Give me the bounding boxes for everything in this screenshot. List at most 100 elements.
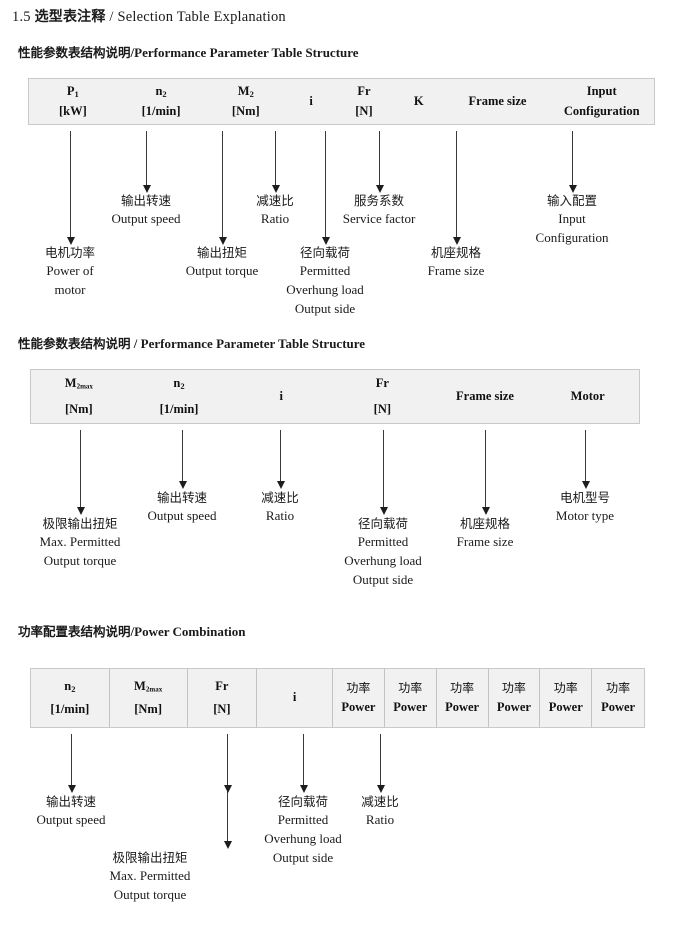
table-2-col-m2max-symbol: M2max	[64, 375, 93, 391]
arrow-table-2-output-speed	[178, 430, 187, 489]
table-2-col-motor-label: Motor	[570, 388, 605, 403]
table-3-col-power-2-en: Power	[393, 699, 428, 714]
table-2-col-n2-unit: [1/min]	[159, 402, 199, 416]
note-table-2-frame-size-en-1: Frame size	[456, 534, 514, 550]
table-1-col-m2-symbol: M2	[237, 84, 254, 99]
arrow-table-1-overhung-load	[321, 131, 330, 245]
note-table-1-output-torque-en-1: Output torque	[185, 263, 259, 279]
note-table-3-overhung-load-en-2: Overhung load	[264, 830, 342, 846]
table-2-col-i-symbol: i	[279, 388, 283, 403]
note-table-1-overhung-load: 径向载荷 Permitted Overhung load Output side	[286, 244, 364, 319]
note-table-2-ratio: 减速比 Ratio	[261, 489, 299, 526]
table-2-col-i: i	[231, 370, 331, 423]
arrow-table-1-output-torque	[218, 131, 227, 245]
arrow-table-2-ratio	[276, 430, 285, 489]
note-table-1-power-of-motor: 电机功率 Power of motor	[45, 244, 95, 300]
table-1-col-m2-unit: [Nm]	[231, 103, 260, 118]
table-3-col-power-4-cn: 功率	[501, 681, 526, 696]
performance-parameter-table-2: M2max [Nm] n2 [1/min] i Fr [N] Frame siz…	[30, 369, 640, 424]
note-table-2-max-output-torque-en-1: Max. Permitted	[39, 534, 121, 550]
note-table-2-overhung-load-en-2: Overhung load	[344, 552, 422, 568]
page-title-en: Selection Table Explanation	[117, 9, 286, 25]
note-table-1-frame-size: 机座规格 Frame size	[428, 244, 485, 281]
table-3-col-power-3: 功率 Power	[435, 669, 488, 727]
table-1-col-n2-symbol: n2	[155, 84, 167, 99]
note-table-3-output-speed-cn: 输出转速	[45, 794, 96, 809]
note-table-1-frame-size-en-1: Frame size	[427, 263, 485, 279]
table-3-col-power-4: 功率 Power	[487, 669, 540, 727]
table-1-col-p1-unit: [kW]	[58, 103, 87, 118]
table-3-col-fr-unit: [N]	[213, 702, 231, 716]
table-3-col-power-5-cn: 功率	[553, 681, 578, 696]
table-2-col-motor: Motor	[536, 370, 639, 423]
arrow-table-3-max-output-torque-stem	[223, 734, 232, 793]
table-2-col-fr: Fr [N]	[331, 370, 434, 423]
arrow-table-1-ratio	[271, 131, 280, 193]
note-table-3-overhung-load-cn: 径向载荷	[277, 794, 328, 809]
note-table-1-overhung-load-en-2: Overhung load	[286, 281, 364, 297]
table-3-col-fr-symbol: Fr	[215, 678, 229, 693]
note-table-1-output-speed-en-1: Output speed	[111, 211, 181, 227]
note-table-2-motor-type-cn: 电机型号	[559, 490, 611, 505]
note-table-1-overhung-load-en-3: Output side	[294, 300, 356, 316]
table-3-col-n2: n2 [1/min]	[31, 669, 109, 727]
table-2-col-fr-unit: [N]	[373, 402, 392, 416]
note-table-1-service-factor-en-1: Service factor	[342, 211, 416, 227]
table-1-col-k-symbol: K	[413, 93, 424, 108]
note-table-2-motor-type-en-1: Motor type	[555, 508, 615, 524]
note-table-2-output-speed-en-1: Output speed	[147, 508, 217, 524]
table-3-col-power-5: 功率 Power	[539, 669, 591, 727]
arrow-table-2-frame-size	[481, 430, 490, 515]
table-1-col-p1-symbol: P1	[66, 84, 79, 99]
note-table-2-max-output-torque-en-2: Output torque	[43, 552, 117, 568]
table-2-col-n2: n2 [1/min]	[127, 370, 232, 423]
table-2-col-fr-symbol: Fr	[375, 375, 389, 390]
note-table-2-motor-type: 电机型号 Motor type	[556, 489, 614, 526]
note-table-3-max-output-torque: 极限输出扭矩 Max. Permitted Output torque	[110, 849, 191, 905]
table-1-col-fr: Fr [N]	[336, 79, 392, 124]
note-table-1-output-torque: 输出扭矩 Output torque	[186, 244, 259, 281]
note-table-1-output-torque-cn: 输出扭矩	[196, 245, 248, 260]
note-table-2-output-speed: 输出转速 Output speed	[148, 489, 217, 526]
table-3-col-power-6-en: Power	[601, 699, 636, 714]
note-table-2-overhung-load-cn: 径向载荷	[357, 516, 408, 531]
note-table-3-ratio-cn: 减速比	[361, 794, 399, 809]
arrow-table-1-service-factor	[375, 131, 384, 193]
note-table-3-max-output-torque-en-1: Max. Permitted	[109, 868, 191, 884]
table-1-col-k: K	[392, 79, 446, 124]
table-3-col-power-3-cn: 功率	[450, 681, 475, 696]
note-table-1-overhung-load-en-1: Permitted	[299, 263, 351, 279]
note-table-3-output-speed: 输出转速 Output speed	[37, 793, 106, 830]
note-table-1-ratio-cn: 减速比	[256, 193, 294, 208]
note-table-3-max-output-torque-en-2: Output torque	[113, 886, 187, 902]
power-combination-table: n2 [1/min] M2max [Nm] Fr [N] i 功率 Power …	[30, 668, 645, 728]
arrow-table-1-input-configuration	[568, 131, 577, 193]
note-table-2-overhung-load-en-1: Permitted	[357, 534, 409, 550]
arrow-table-2-overhung-load	[379, 430, 388, 515]
table-3-col-power-1-cn: 功率	[346, 681, 371, 696]
table-3-col-power-6: 功率 Power	[591, 669, 644, 727]
note-table-1-power-of-motor-cn: 电机功率	[44, 245, 96, 260]
note-table-1-power-of-motor-en-2: motor	[54, 281, 86, 297]
note-table-3-ratio: 减速比 Ratio	[361, 793, 399, 830]
performance-parameter-table-1: P1 [kW] n2 [1/min] M2 [Nm] i Fr [N] K Fr…	[28, 78, 655, 125]
note-table-3-output-speed-en-1: Output speed	[36, 812, 106, 828]
section-3-heading-sep: /	[130, 624, 135, 639]
table-3-col-n2-symbol: n2	[64, 678, 76, 694]
table-3-col-power-1-en: Power	[341, 699, 376, 714]
section-3-heading-en: Power Combination	[134, 624, 246, 639]
table-1-col-n2: n2 [1/min]	[117, 79, 206, 124]
note-table-3-overhung-load: 径向载荷 Permitted Overhung load Output side	[264, 793, 342, 868]
table-3-col-power-1: 功率 Power	[332, 669, 384, 727]
arrow-table-1-frame-size	[452, 131, 461, 245]
table-1-col-m2: M2 [Nm]	[205, 79, 286, 124]
arrow-table-2-max-output-torque	[76, 430, 85, 515]
arrow-table-1-output-speed	[142, 131, 151, 193]
table-1-col-input-configuration: Input Configuration	[549, 79, 654, 124]
note-table-2-overhung-load-en-3: Output side	[352, 571, 414, 587]
note-table-2-max-output-torque-cn: 极限输出扭矩	[42, 516, 118, 531]
table-1-col-input-configuration-line1: Input	[586, 84, 617, 99]
note-table-1-service-factor-cn: 服务系数	[353, 193, 405, 208]
page-title: 1.5 选型表注释 / Selection Table Explanation	[12, 6, 286, 26]
section-2-heading: 性能参数表结构说明 / Performance Parameter Table …	[18, 333, 365, 352]
